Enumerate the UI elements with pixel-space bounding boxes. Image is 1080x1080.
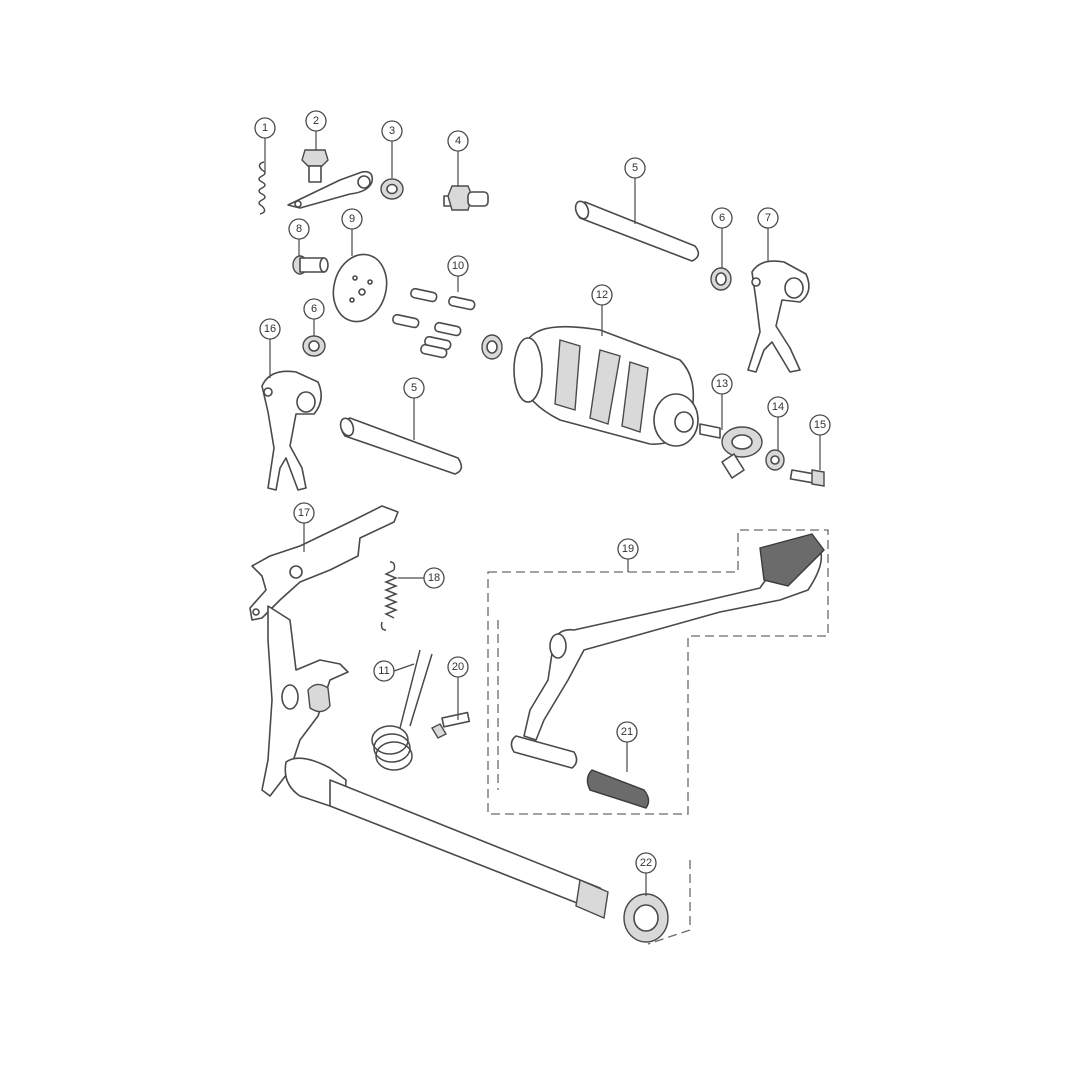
- part-3-washer: [380, 178, 404, 200]
- part-6-bushing-lower: [302, 335, 326, 357]
- part-8-pin: [292, 255, 329, 275]
- part-7-shift-fork: [747, 260, 810, 373]
- callout-15: 15: [814, 419, 826, 431]
- part-19-pedal: [510, 533, 825, 769]
- part-2-stopper-arm: [287, 149, 374, 209]
- callout-22: 22: [640, 857, 652, 869]
- callout-7: 7: [765, 212, 771, 224]
- callout-11: 11: [378, 665, 389, 677]
- callout-3: 3: [389, 125, 395, 137]
- callout-6-lower: 6: [311, 303, 317, 315]
- callout-14: 14: [772, 401, 784, 413]
- part-12-shift-drum: [513, 325, 699, 447]
- part-10-pins: [392, 287, 476, 359]
- callout-leaders: [264, 130, 821, 896]
- callout-1: 1: [262, 122, 268, 134]
- part-4-neutral-switch: [443, 185, 489, 211]
- part-15-bolt: [789, 469, 825, 487]
- callout-2: 2: [313, 115, 319, 127]
- callout-markers: [254, 110, 831, 874]
- part-5-fork-shaft-lower: [339, 417, 463, 475]
- shaft-group-boundary: [497, 620, 691, 945]
- callout-5-upper: 5: [632, 162, 638, 174]
- callout-17: 17: [298, 507, 310, 519]
- callout-5-lower: 5: [411, 382, 417, 394]
- part-1-spring: [258, 161, 266, 215]
- callout-18: 18: [428, 572, 440, 584]
- part-20-bolt: [431, 711, 471, 739]
- part-21-pedal-rubber: [586, 769, 650, 809]
- part-13-drum-segment: [699, 423, 763, 479]
- callout-labels: 1 2 3 4 5 6 7 8 9 10 12 16 6 5 13 14 15 …: [262, 115, 826, 869]
- drum-bearing: [481, 334, 503, 360]
- callout-8: 8: [296, 223, 302, 235]
- pedal-group-boundary: [487, 529, 829, 815]
- part-17-shift-arm: [249, 505, 399, 797]
- part-5-fork-shaft-upper: [574, 200, 700, 262]
- callout-10: 10: [452, 260, 464, 272]
- part-11-torsion-spring: [371, 649, 433, 771]
- part-14-washer: [765, 449, 785, 471]
- part-22-oil-seal: [623, 893, 669, 943]
- callout-13: 13: [716, 378, 728, 390]
- part-9-segment-plate: [332, 253, 388, 323]
- callout-12: 12: [596, 289, 608, 301]
- shift-shaft: [284, 757, 609, 919]
- part-16-shift-fork: [261, 370, 322, 491]
- callout-16: 16: [264, 323, 276, 335]
- callout-21: 21: [621, 726, 633, 738]
- callout-9: 9: [349, 213, 355, 225]
- callout-6-upper: 6: [719, 212, 725, 224]
- part-6-bushing-upper: [710, 267, 732, 291]
- callout-4: 4: [455, 135, 461, 147]
- callout-20: 20: [452, 661, 464, 673]
- callout-19: 19: [622, 543, 634, 555]
- part-18-return-spring: [380, 561, 399, 631]
